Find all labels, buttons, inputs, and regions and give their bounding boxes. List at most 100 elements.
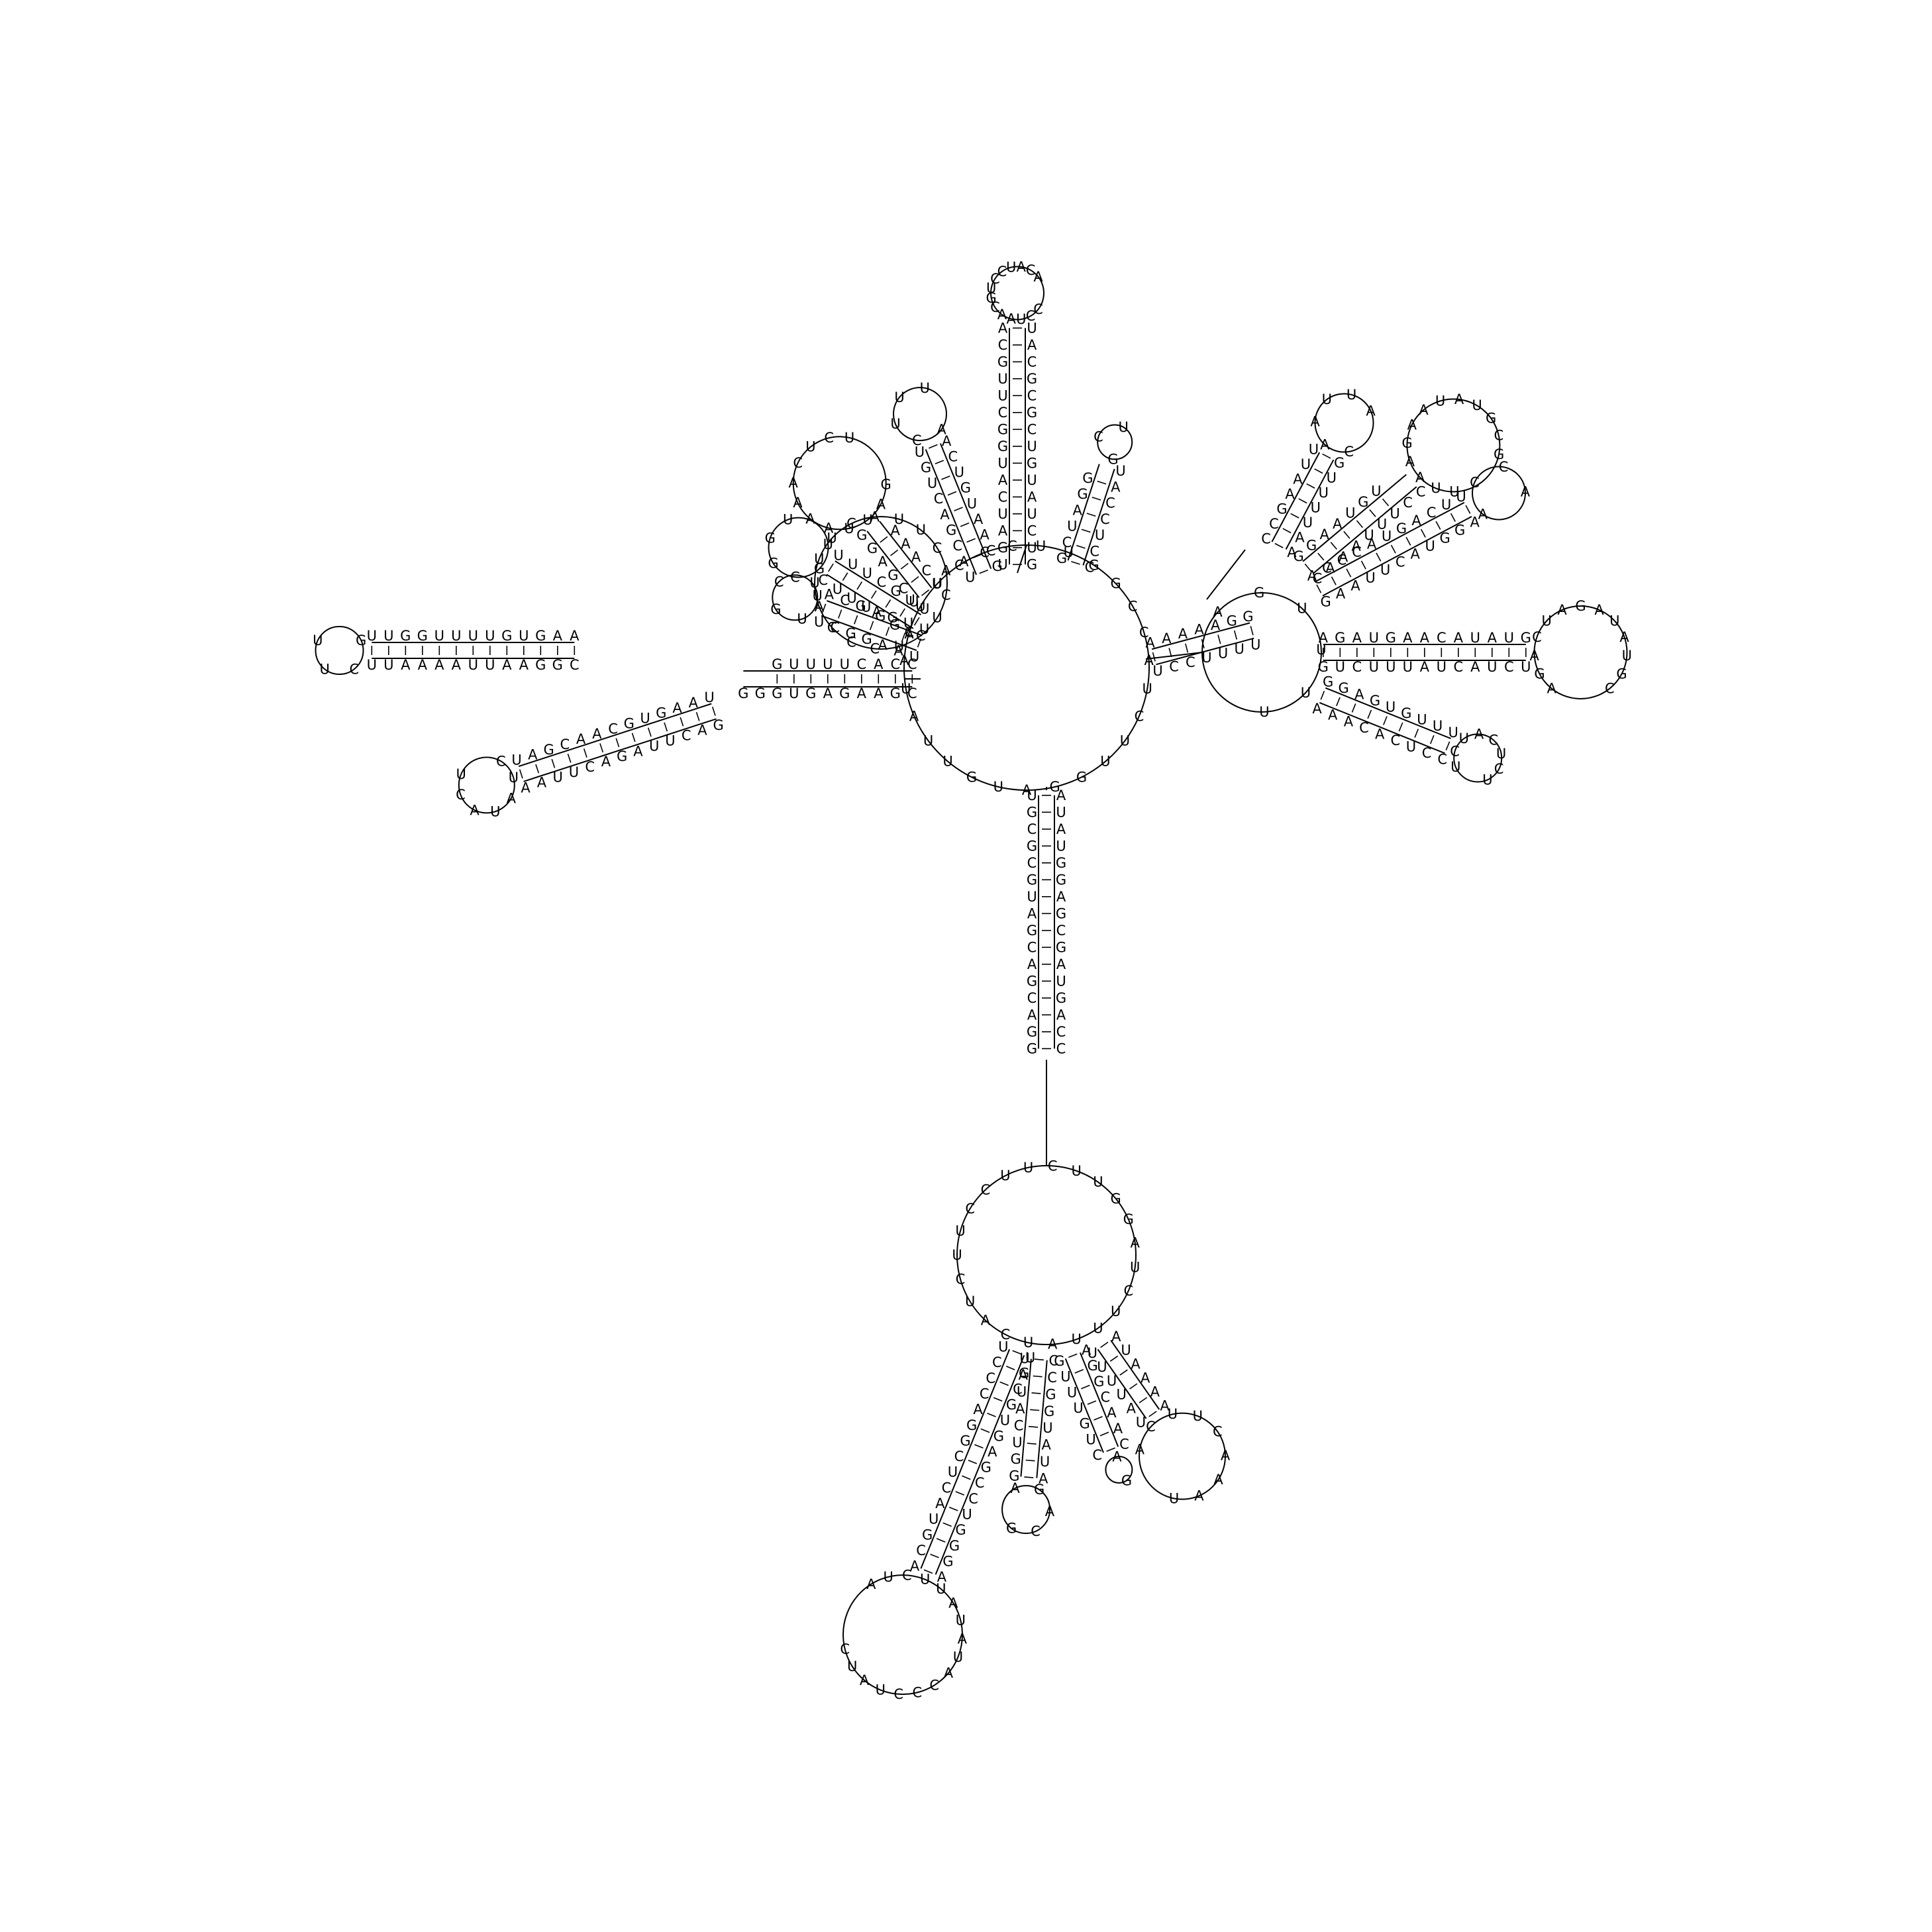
bottom-stem-base: A <box>1056 889 1066 905</box>
right-fan-4-base: U <box>1487 659 1497 675</box>
right-fan-3-base: U <box>1441 497 1451 513</box>
left-fan-1-base: C <box>899 580 909 596</box>
right-fan-3-pair <box>1405 536 1411 546</box>
left-fan-2-loop-base: U <box>823 536 833 552</box>
right-fan-1-base: U <box>1301 456 1311 472</box>
central-loop-base: C <box>1135 708 1144 724</box>
connector-right <box>1145 652 1203 660</box>
right-fan-5-base: U <box>1386 699 1396 715</box>
left-stem-lower-base: A <box>633 743 643 759</box>
left-fan-2-base: A <box>904 626 914 642</box>
right-fan-4-base: U <box>1437 659 1447 675</box>
right-fan-2-hairpin-loop <box>1406 398 1501 493</box>
bottom-fan-1-loop-base: A <box>860 1672 870 1688</box>
central-loop-base: U <box>923 733 933 749</box>
left-stem-long-base: A <box>570 628 580 644</box>
top-stem-loop-base: U <box>986 280 996 296</box>
top-stem-base: C <box>1027 421 1037 437</box>
left-loop-base: C <box>827 619 837 635</box>
right-fan-1-loop-base: A <box>1366 403 1376 419</box>
bottom-fan-1-pair <box>974 1444 984 1449</box>
left-stem-long-base: A <box>418 657 428 673</box>
right-fan-5-pair <box>1398 722 1403 732</box>
central-loop-base: U <box>993 779 1003 795</box>
right-fan-5-pair <box>1414 729 1419 738</box>
right-fan-4-base: U <box>1369 630 1379 646</box>
right-loop-base: G <box>1254 585 1264 601</box>
bottom-loop-base: G <box>1111 1191 1121 1207</box>
bottom-loop-base: C <box>965 1201 975 1217</box>
top-fan-1-pair <box>941 475 950 480</box>
left-fan-2-base: U <box>833 581 842 597</box>
right-fan-1-pair <box>1274 542 1284 548</box>
top-fan-1-loop-base: U <box>894 389 904 405</box>
central-loop-base: G <box>1076 769 1087 785</box>
right-fan-4-base: A <box>1454 630 1464 646</box>
top-stem-loop-base: C <box>997 264 1007 280</box>
top-stem-base: G <box>997 540 1008 556</box>
left-stem-lower-base: C <box>560 737 570 752</box>
bottom-fan-1-loop-base: U <box>936 1581 946 1597</box>
right-fan-2-strand-5 <box>1312 486 1417 574</box>
bottom-fan-1-base: A <box>937 1569 947 1585</box>
right-fan-2-loop-base: C <box>1494 428 1503 444</box>
left-stem-lower-pair <box>567 753 572 763</box>
right-junction-stem-pair <box>1201 638 1205 648</box>
bottom-fan-3-base: G <box>1079 1416 1090 1432</box>
right-fan-5-pair <box>1429 735 1435 744</box>
right-fan-4-base: C <box>1437 630 1447 646</box>
bottom-fan-2-hairpin-loop <box>1001 1485 1051 1535</box>
bottom-fan-4-hairpin-loop <box>1139 1412 1226 1500</box>
left-fan-2-base: G <box>890 617 900 633</box>
right-fan-4-base: A <box>1403 630 1413 646</box>
bottom-fan-3-base: U <box>1060 1369 1070 1385</box>
left-stem-lower-base: G <box>713 717 724 733</box>
top-stem-base: A <box>998 320 1008 336</box>
right-fan-3-base: G <box>1440 531 1450 546</box>
right-fan-1-pair <box>1298 498 1307 504</box>
right-fan-4-base: C <box>1352 659 1362 675</box>
right-fan-3-base: A <box>1307 568 1317 584</box>
bottom-fan-1-pair <box>968 1459 978 1464</box>
bottom-fan-3-base: U <box>1086 1431 1095 1447</box>
left-fan-3-strand-3 <box>821 615 917 651</box>
top-fan-1-base: U <box>954 464 964 480</box>
bottom-fan-4-loop-base: A <box>1194 1488 1204 1503</box>
bottom-fan-1-base: G <box>949 1538 960 1554</box>
bottom-fan-1-base: C <box>954 1449 964 1464</box>
top-fan-2-pair <box>1071 560 1080 565</box>
top-fan-1-base: C <box>948 448 958 464</box>
left-fan-3-pair <box>822 603 827 613</box>
left-fan-1-strand-3 <box>866 531 920 598</box>
left-stem-lower-loop-base: U <box>509 770 519 786</box>
bottom-fan-4-pair <box>1109 1355 1119 1362</box>
top-stem-loop-base: A <box>997 307 1007 323</box>
right-junction-stem-base: A <box>1178 626 1188 642</box>
bottom-stem-base: U <box>1027 889 1037 905</box>
left-loop-base: A <box>815 599 825 615</box>
left-stem-lower-pair <box>664 722 668 732</box>
central-loop-base: C <box>1007 538 1017 554</box>
top-fan-1-base: U <box>915 444 925 460</box>
right-fan-2-pair <box>1382 498 1390 507</box>
bottom-fan-2-base: U <box>1019 1350 1029 1366</box>
left-fan-3-loop-base: U <box>797 611 807 627</box>
left-loop-base: A <box>941 563 951 579</box>
left-stem-lower-base: U <box>640 711 650 727</box>
right-fan-3-loop-base: A <box>1521 483 1531 499</box>
bottom-stem-base: C <box>1056 1024 1066 1040</box>
left-loop-base: U <box>827 531 837 546</box>
right-fan-2-base: A <box>1320 527 1330 542</box>
right-fan-3-base: A <box>1350 578 1360 594</box>
bottom-fan-2-base: A <box>1019 1367 1029 1383</box>
bottom-fan-2-base: U <box>1040 1454 1050 1470</box>
left-loop-base: C <box>941 587 951 603</box>
left-fan-2-base: G <box>890 584 901 599</box>
right-fan-2-base: G <box>1306 538 1317 554</box>
bottom-fan-1-pair <box>948 1506 958 1511</box>
bottom-fan-1-base: U <box>1025 1350 1035 1366</box>
bottom-loop-base: U <box>1023 1335 1033 1350</box>
top-stem-base: G <box>1027 371 1037 387</box>
right-fan-4-loop-base: A <box>1557 602 1567 618</box>
right-fan-2-loop-base: U <box>1449 484 1459 500</box>
